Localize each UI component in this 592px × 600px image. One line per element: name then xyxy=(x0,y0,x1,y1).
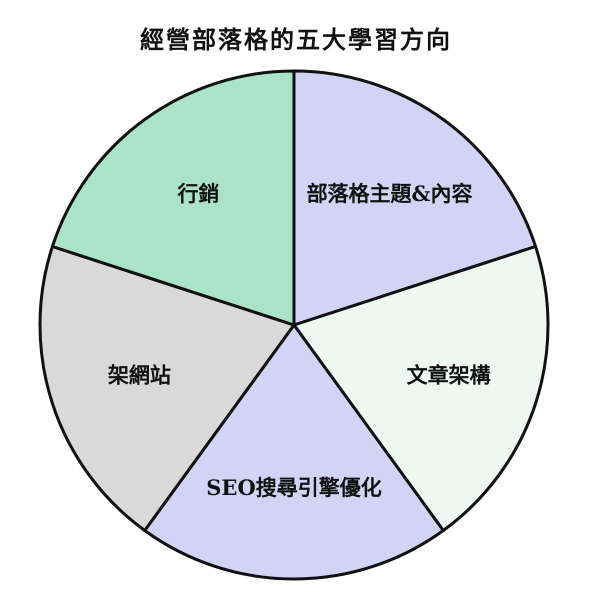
pie-slice-label: SEO搜尋引擎優化 xyxy=(206,475,381,500)
pie-slices xyxy=(38,69,550,581)
pie-slice xyxy=(50,69,296,327)
pie-slice-label: 部落格主題&內容 xyxy=(307,181,473,206)
pie-slice-label: 行銷 xyxy=(176,181,219,206)
pie-slice xyxy=(292,69,538,327)
chart-title: 經營部落格的五大學習方向 xyxy=(140,25,452,54)
pie-slice-label: 架網站 xyxy=(108,363,171,388)
pie-slice xyxy=(143,323,445,581)
pie-slice xyxy=(38,245,296,532)
pie-slice xyxy=(292,245,550,532)
pie-slice-label: 文章架構 xyxy=(407,363,491,388)
